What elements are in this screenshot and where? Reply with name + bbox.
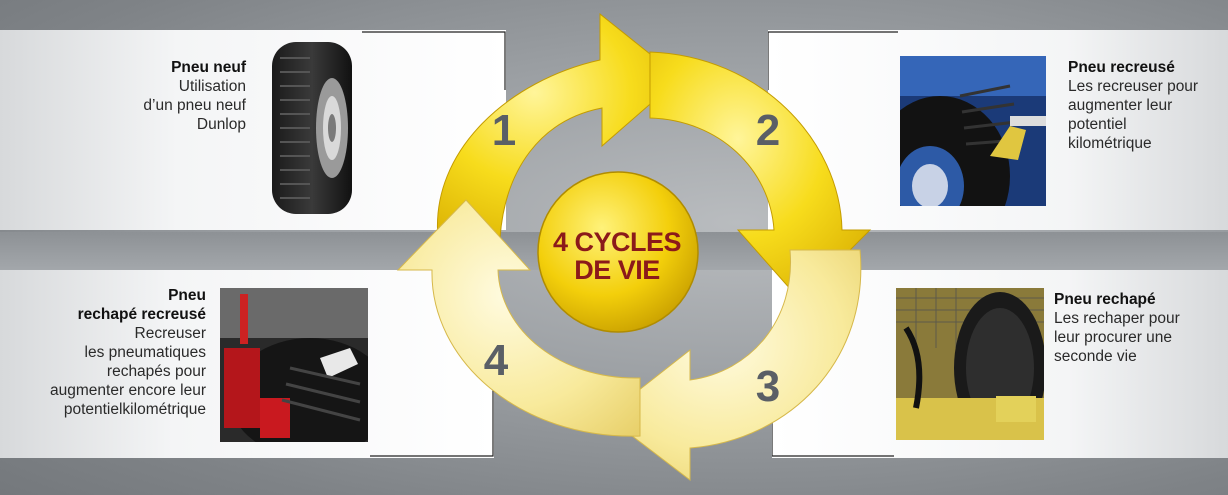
regrooving-photo xyxy=(900,56,1046,206)
step-number-1: 1 xyxy=(491,106,517,155)
new-tire-photo xyxy=(262,38,362,218)
center-label: 4 CYCLES DE VIE xyxy=(532,228,702,284)
card-text: Pneu rechapé Les rechaper pour leur proc… xyxy=(1054,290,1224,366)
card-pneu-neuf: Pneu neuf Utilisation d’un pneu neuf Dun… xyxy=(0,30,506,230)
step-number-4: 4 xyxy=(483,336,509,385)
card-pneu-rechape-recreuse: Pneu rechapé recreusé Recreuser les pneu… xyxy=(0,270,494,458)
center-label-line1: 4 CYCLES xyxy=(552,227,682,257)
card-text: Pneu neuf Utilisation d’un pneu neuf Dun… xyxy=(6,58,246,134)
center-circle xyxy=(537,171,699,333)
card-pneu-rechape: Pneu rechapé Les rechaper pour leur proc… xyxy=(772,270,1228,458)
card-description: Recreuser les pneumatiques rechapés pour… xyxy=(50,325,206,418)
card-title: Pneu neuf xyxy=(171,59,246,76)
retread-regrooving-photo xyxy=(220,288,368,442)
step-number-2: 2 xyxy=(755,106,781,155)
arrow-2 xyxy=(649,51,872,301)
card-title: Pneu rechapé xyxy=(1054,291,1156,308)
card-pneu-recreuse: Pneu recreusé Les recreuser pour augment… xyxy=(768,30,1228,230)
arrow-1 xyxy=(436,12,681,239)
card-description: Les rechaper pour leur procurer une seco… xyxy=(1054,310,1180,365)
card-text: Pneu recreusé Les recreuser pour augment… xyxy=(1068,58,1228,153)
card-description: Les recreuser pour augmenter leur potent… xyxy=(1068,78,1199,152)
center-label-line2: DE VIE xyxy=(574,255,660,285)
card-title: Pneu recreusé xyxy=(1068,59,1175,76)
arrow-3 xyxy=(605,249,862,482)
retreading-photo xyxy=(896,288,1044,440)
card-title: Pneu rechapé recreusé xyxy=(77,287,206,323)
card-text: Pneu rechapé recreusé Recreuser les pneu… xyxy=(0,286,206,419)
step-number-3: 3 xyxy=(755,362,781,411)
arrow-4 xyxy=(396,199,641,437)
card-description: Utilisation d’un pneu neuf Dunlop xyxy=(143,78,246,133)
